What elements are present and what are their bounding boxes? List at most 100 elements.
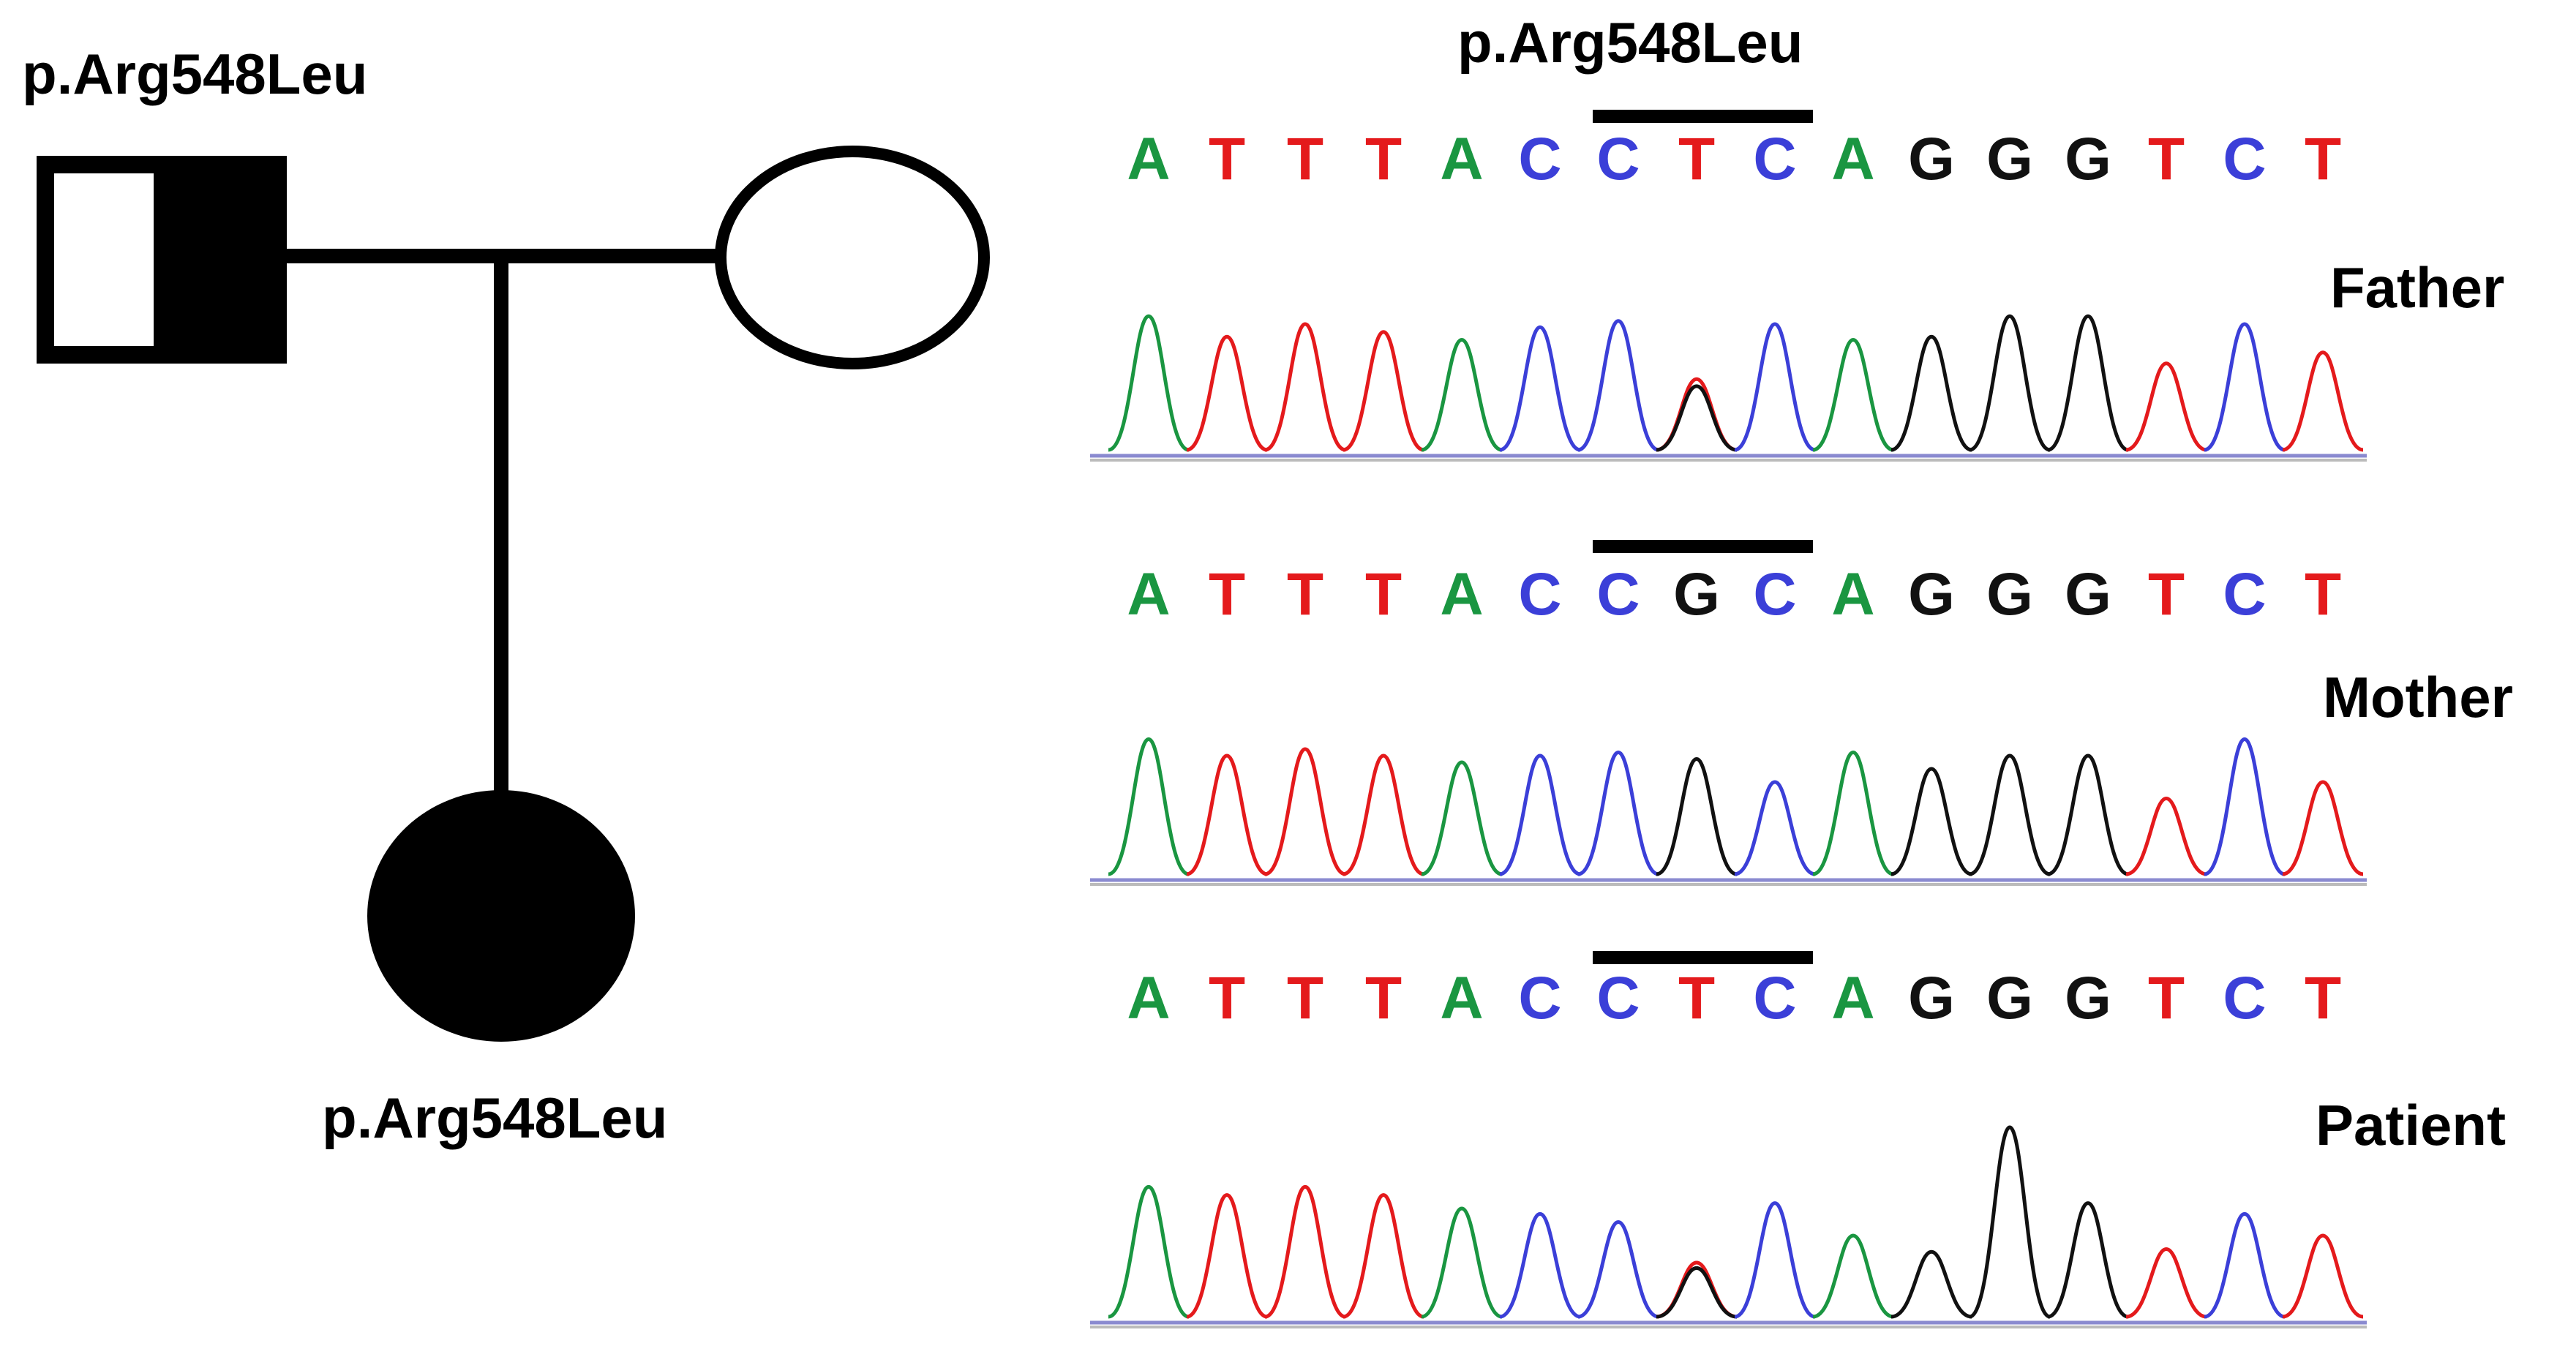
chromatogram-peak xyxy=(1421,760,1503,876)
base-call: C xyxy=(2223,561,2266,628)
base-call: C xyxy=(2223,965,2266,1031)
chromatogram-peak xyxy=(1969,314,2051,452)
base-call: T xyxy=(2305,561,2341,628)
base-call: T xyxy=(1365,126,1402,192)
base-call: T xyxy=(2148,965,2185,1031)
chromatogram-peak xyxy=(1890,334,1972,452)
chromatogram-peak xyxy=(1264,322,1346,452)
chromatogram-peak xyxy=(1969,753,2051,876)
trace-name-label: Father xyxy=(2330,255,2504,320)
chromatogram-peak xyxy=(2047,753,2129,876)
base-call: T xyxy=(2148,126,2185,192)
father-variant-label: p.Arg548Leu xyxy=(22,42,367,106)
base-call: A xyxy=(1440,126,1483,192)
base-call: T xyxy=(1365,965,1402,1031)
base-call: C xyxy=(1753,126,1796,192)
chromatogram-peak xyxy=(1812,337,1894,452)
chromatogram-peak xyxy=(1421,337,1503,452)
pedigree: p.Arg548Leu p.Arg548Leu xyxy=(22,42,990,1150)
chromatogram-peak xyxy=(1499,1211,1581,1319)
base-call: T xyxy=(2305,965,2341,1031)
chromatogram-secondary-peak xyxy=(1656,1266,1738,1319)
chromatogram-peak xyxy=(2204,322,2286,452)
chromatogram-peak xyxy=(2125,1247,2207,1319)
base-call: G xyxy=(2065,126,2111,192)
base-call: T xyxy=(1287,126,1323,192)
chromatogram-peak xyxy=(2204,737,2286,876)
base-call: T xyxy=(1209,965,1245,1031)
chromatogram-peak xyxy=(1264,747,1346,876)
chromatogram-peak xyxy=(1890,1249,1972,1319)
chromatogram-peak xyxy=(2204,1211,2286,1319)
base-call: A xyxy=(1127,126,1170,192)
codon-marker-bar xyxy=(1593,540,1813,553)
chromatogram-peak xyxy=(1186,753,1268,876)
chromatogram-peak xyxy=(1656,756,1738,876)
base-call: A xyxy=(1831,965,1874,1031)
base-call: A xyxy=(1127,561,1170,628)
base-call: T xyxy=(1287,965,1323,1031)
trace-name-label: Patient xyxy=(2316,1093,2506,1157)
base-call: T xyxy=(1287,561,1323,628)
chromatogram-peak xyxy=(1186,334,1268,452)
base-call: A xyxy=(1440,965,1483,1031)
base-call: G xyxy=(1908,561,1955,628)
chromatogram-peak xyxy=(2125,796,2207,876)
chromatogram-peak xyxy=(1890,767,1972,876)
base-call: C xyxy=(1596,126,1640,192)
base-call: C xyxy=(2223,126,2266,192)
chromatogram-peak xyxy=(1343,1192,1424,1319)
trace-name-label: Mother xyxy=(2323,665,2513,729)
chromatogram-peak xyxy=(2282,350,2364,452)
chromatogram-peak xyxy=(1577,319,1659,452)
chromatogram-peak xyxy=(1734,780,1816,876)
base-call: T xyxy=(2305,126,2341,192)
patient-symbol xyxy=(367,790,635,1042)
base-call: T xyxy=(1209,126,1245,192)
base-call: G xyxy=(1908,126,1955,192)
chromatogram-peak xyxy=(1577,750,1659,876)
chromatogram-peak xyxy=(1108,314,1190,452)
codon-marker-bar xyxy=(1593,110,1813,123)
base-call: C xyxy=(1518,965,1561,1031)
chromatogram-peak xyxy=(1734,322,1816,452)
base-call: T xyxy=(1678,126,1715,192)
base-call: G xyxy=(1986,965,2033,1031)
father-symbol xyxy=(37,156,287,364)
chromatogram-peak xyxy=(1812,1233,1894,1319)
base-call: T xyxy=(1209,561,1245,628)
father-symbol-filled-half xyxy=(154,165,278,355)
chromatogram-secondary-peak xyxy=(1656,384,1738,452)
base-call: C xyxy=(1518,561,1561,628)
base-call: G xyxy=(1908,965,1955,1031)
chromatogram-peak xyxy=(2282,780,2364,876)
patient-variant-label: p.Arg548Leu xyxy=(322,1086,667,1150)
chromatogram-peak xyxy=(2047,1201,2129,1319)
chromatogram-peak xyxy=(1499,325,1581,452)
mutation-header-label: p.Arg548Leu xyxy=(1457,10,1803,75)
chromatogram-peak xyxy=(1812,750,1894,876)
mother-symbol xyxy=(715,146,990,369)
chromatogram-peak xyxy=(1264,1184,1346,1319)
chromatogram-peak xyxy=(1343,753,1424,876)
chromatogram-peak xyxy=(2282,1233,2364,1319)
base-call: G xyxy=(2065,965,2111,1031)
codon-marker-bar xyxy=(1593,951,1813,964)
base-call: A xyxy=(1831,561,1874,628)
base-call: C xyxy=(1596,561,1640,628)
base-call: T xyxy=(2148,561,2185,628)
base-call: A xyxy=(1831,126,1874,192)
chromatogram-peak xyxy=(1421,1206,1503,1319)
chromatogram-peak xyxy=(1577,1219,1659,1319)
chromatogram-peak xyxy=(1499,753,1581,876)
chromatogram-peak xyxy=(1108,1184,1190,1319)
base-call: G xyxy=(1986,126,2033,192)
base-call: A xyxy=(1127,965,1170,1031)
chromatogram-peak xyxy=(2125,361,2207,452)
base-call: C xyxy=(1753,965,1796,1031)
chromatogram-peak xyxy=(2047,314,2129,452)
